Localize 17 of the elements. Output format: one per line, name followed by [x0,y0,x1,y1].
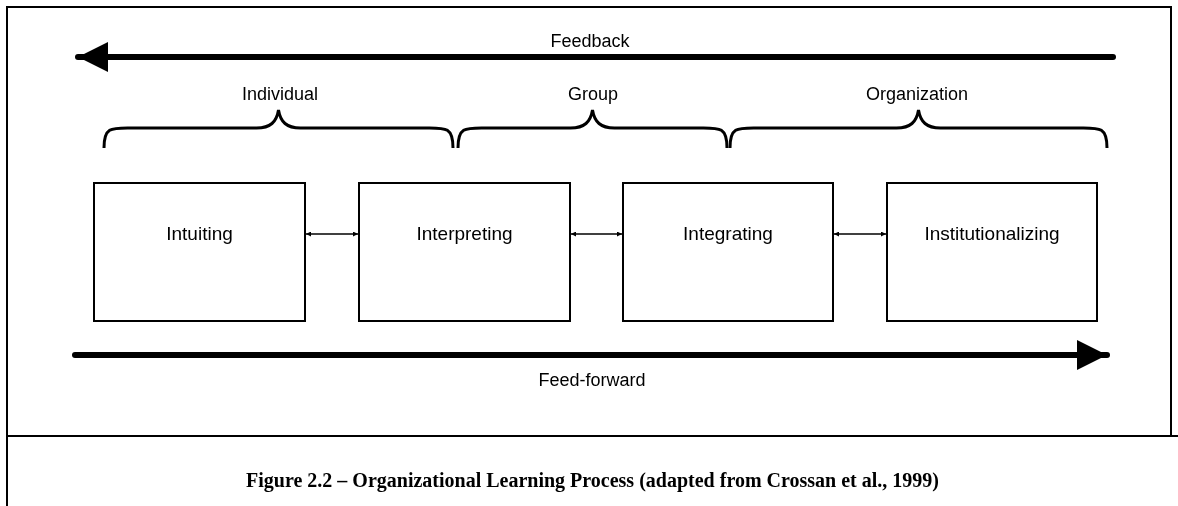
figure-caption: Figure 2.2 – Organizational Learning Process (adapted from Crossan et al., 1999) [245,468,940,493]
box-label: Institutionalizing [924,222,1060,246]
box-label: Interpreting [416,222,513,246]
process-box [886,182,1098,322]
double-arrow [570,231,623,237]
double-arrow [305,231,359,237]
box-label: Integrating [683,222,773,246]
process-box [93,182,306,322]
double-arrow [833,231,887,237]
arrow-label: Feed-forward [538,369,646,392]
arrow-label: Feedback [550,30,630,53]
group-label: Organization [865,83,969,106]
box-label: Intuiting [166,222,233,246]
process-box [622,182,834,322]
group-label: Individual [241,83,319,106]
group-label: Group [568,83,618,106]
process-box [358,182,571,322]
